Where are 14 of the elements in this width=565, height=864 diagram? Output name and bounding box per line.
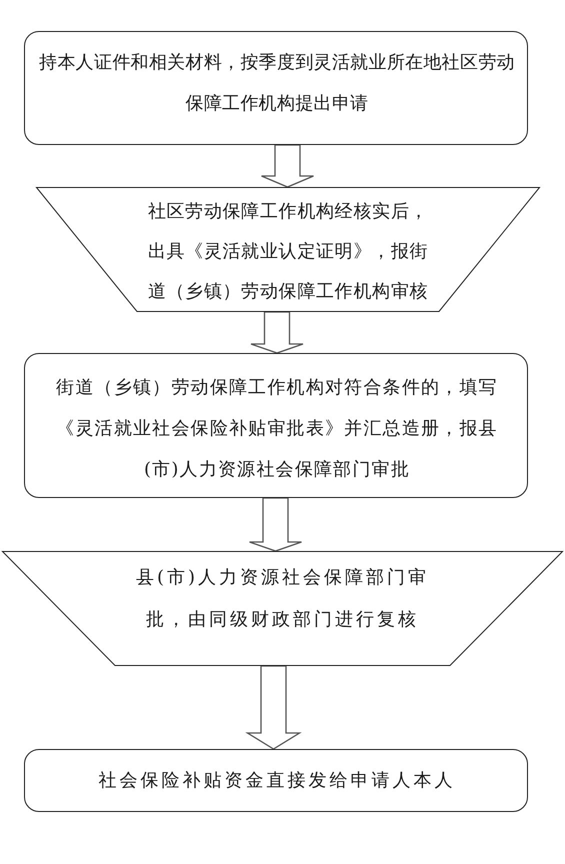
step-text: 持本人证件和相关材料，按季度到灵活就业所在地社区劳动保障工作机构提出申请 — [38, 51, 516, 116]
block-arrow — [248, 497, 302, 552]
process-box — [24, 749, 528, 812]
step-text: 社区劳动保障工作机构经核实后，出具《灵活就业认定证明》，报街道（乡镇）劳动保障工作机构审核 — [146, 200, 430, 304]
block-arrow — [260, 144, 314, 188]
process-box — [24, 353, 528, 498]
trapezoid-box — [36, 187, 540, 312]
process-box — [24, 31, 528, 145]
step-text: 社会保险补贴资金直接发给申请人本人 — [98, 769, 456, 793]
trapezoid-box — [2, 551, 563, 666]
step-text: 县(市)人力资源社会保障部门审批，由同级财政部门进行复核 — [134, 566, 430, 632]
step-text: 街道（乡镇）劳动保障工作机构对符合条件的，填写《灵活就业社会保险补贴审批表》并汇总造册，报县(市)人力资源社会保障部门审批 — [55, 376, 499, 482]
block-arrow — [245, 665, 302, 750]
block-arrow — [250, 311, 304, 354]
